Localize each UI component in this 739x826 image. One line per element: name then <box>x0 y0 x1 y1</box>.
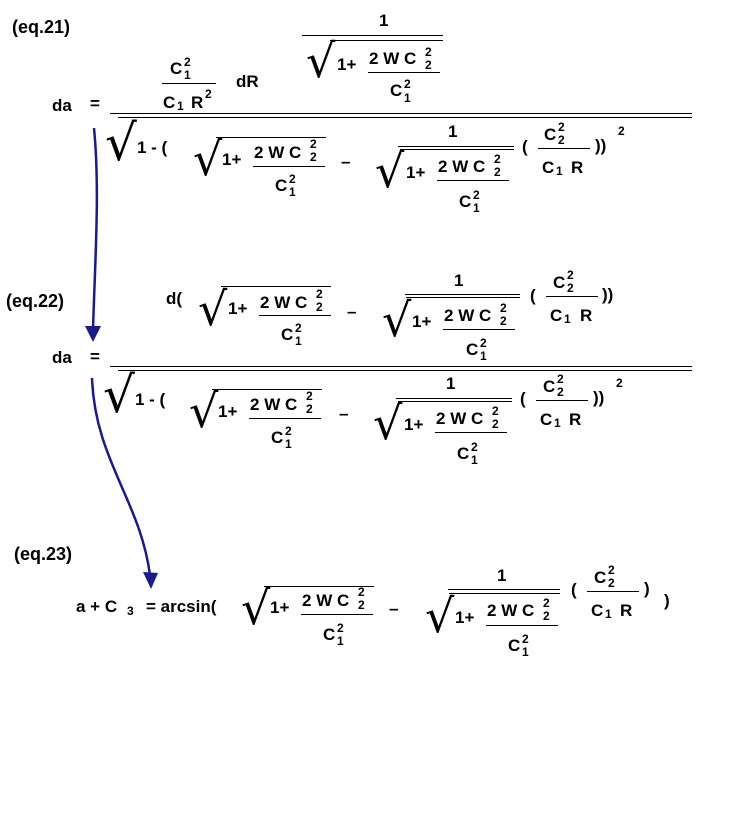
eq21-num-c1r2: C <box>163 93 176 112</box>
eq21-da: da <box>52 96 72 115</box>
eq23-arcsin: = arcsin( <box>146 597 217 616</box>
eq22-main-fraction-bar <box>110 366 692 367</box>
arrow-head-eq23 <box>143 572 158 589</box>
eq23-label: (eq.23) <box>14 544 73 564</box>
eq22-d-open: d( <box>166 289 183 308</box>
eq21-dr: dR <box>236 72 259 91</box>
eq21-2wc: 2 W C <box>369 49 417 68</box>
eq21-main-fraction-bar <box>110 113 692 114</box>
arrow-eq22-to-eq23 <box>90 377 152 576</box>
eq22-label: (eq.22) <box>6 291 65 311</box>
eq22-da: da <box>52 348 72 367</box>
eq21-num-radical: √ <box>306 34 336 88</box>
eq21-label: (eq.21) <box>12 17 71 37</box>
eq21-num-c2: C <box>170 59 183 78</box>
eq21-equals: = <box>90 94 100 113</box>
eq21-num-one: 1 <box>379 11 389 30</box>
eq22-equals: = <box>90 347 100 366</box>
eq21-num-fraction-bar <box>162 83 216 84</box>
eq23-a-plus-c: a + C <box>76 597 118 616</box>
arrow-head-eq22 <box>85 326 101 342</box>
arrow-eq21-to-eq22 <box>91 127 99 331</box>
eq21-den-radical: √ <box>105 114 137 172</box>
